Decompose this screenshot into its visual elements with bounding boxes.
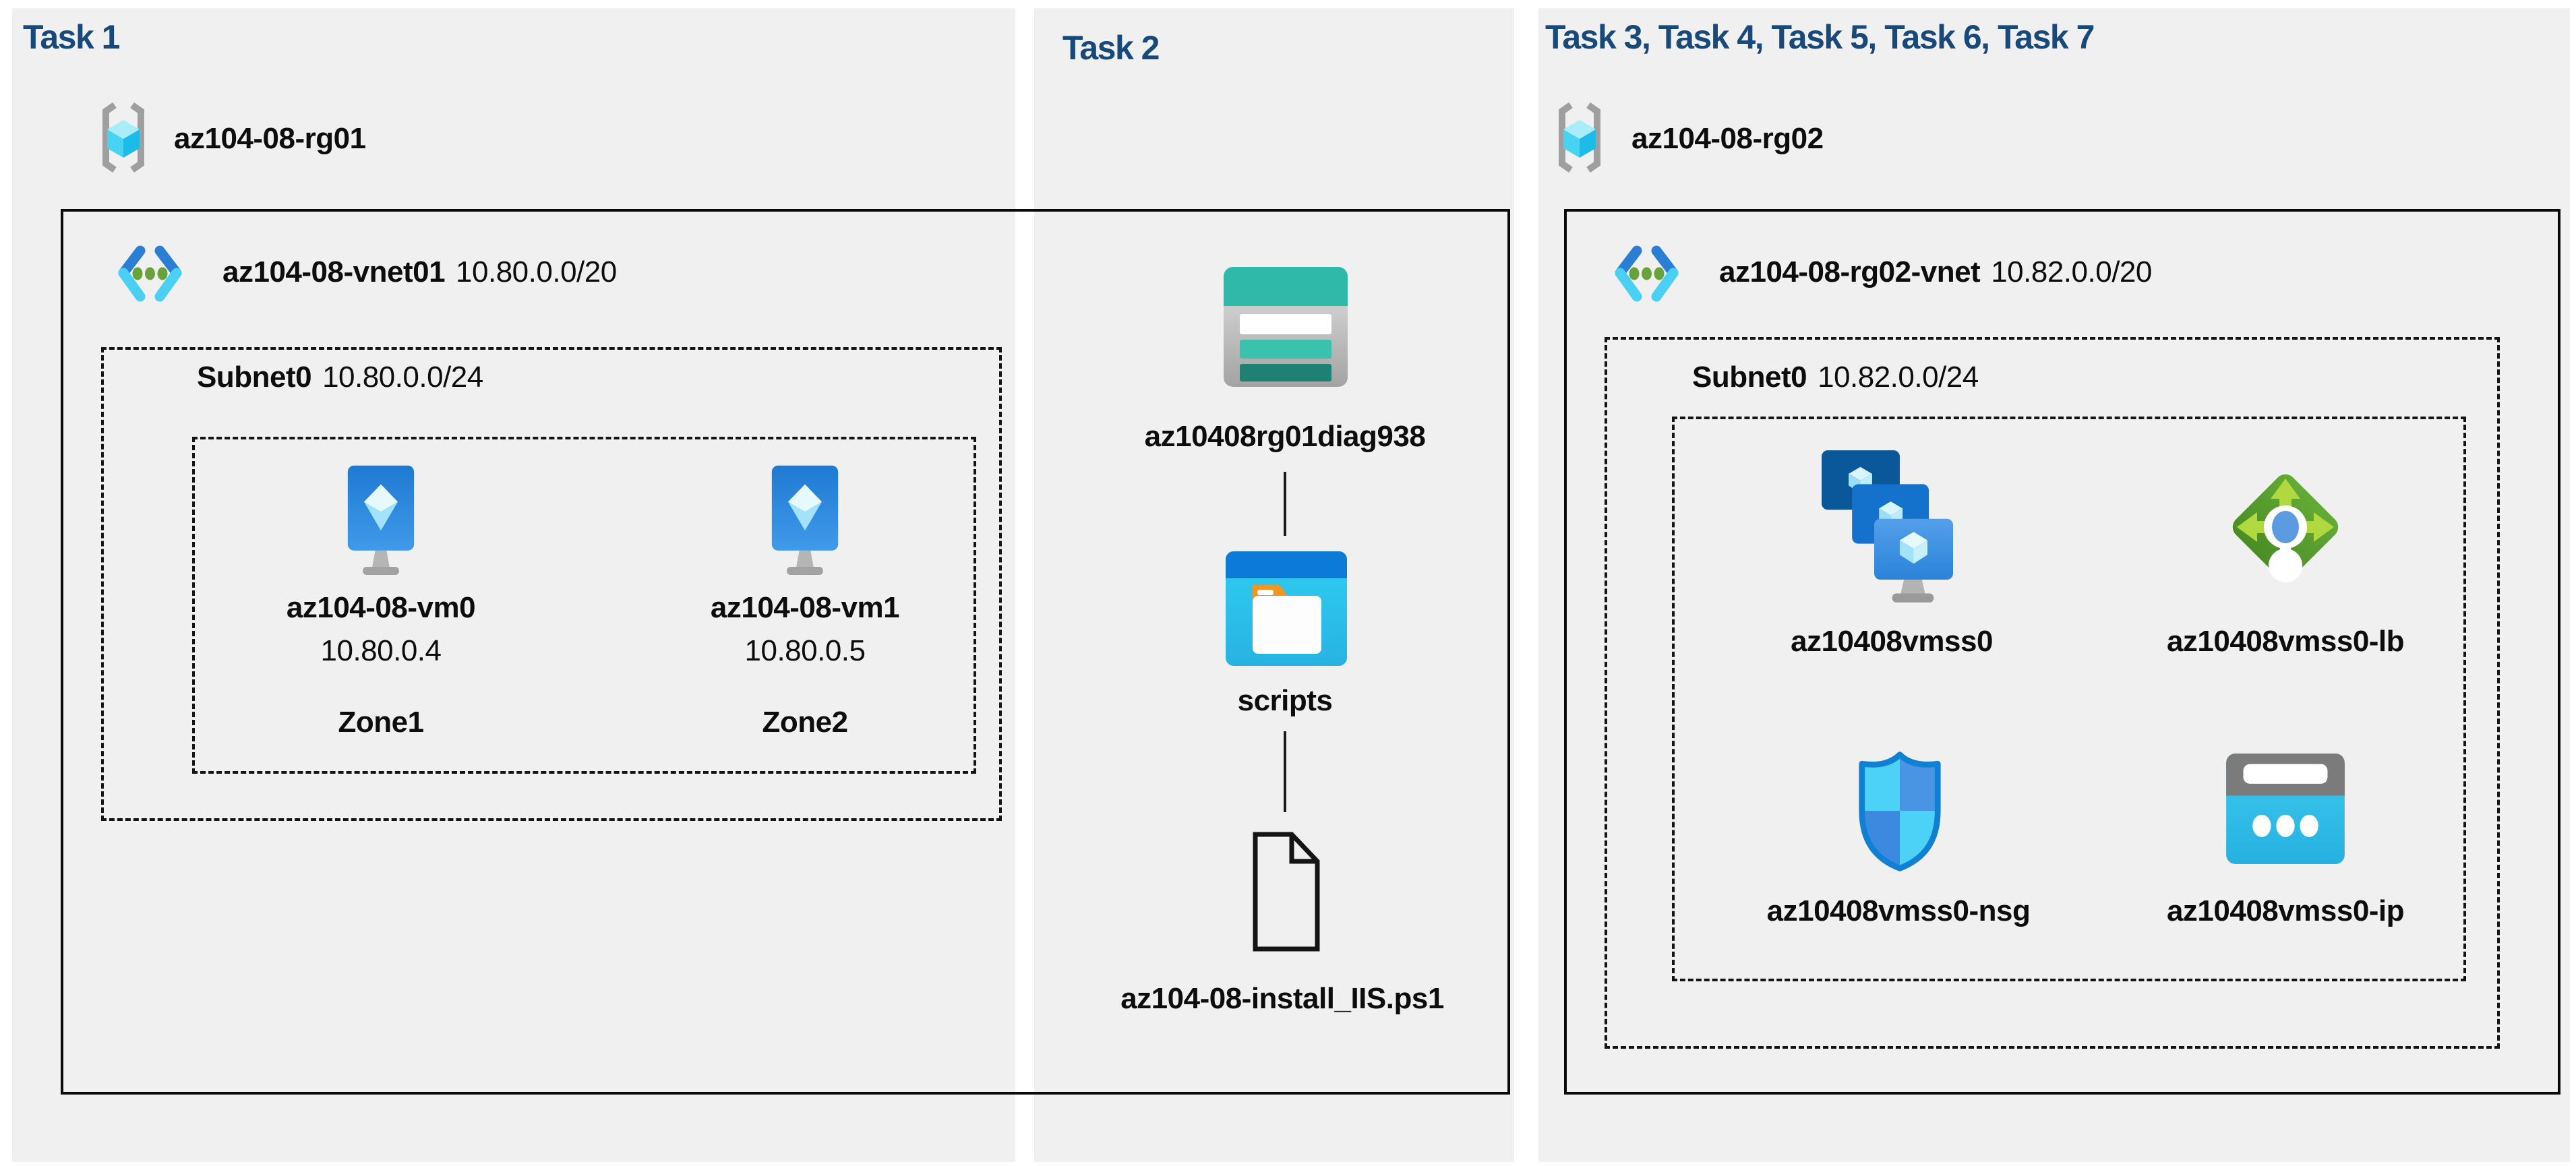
script-file-label: az104-08-install_IIS.ps1 — [1120, 982, 1444, 1015]
rg02-vnet-name: az104-08-rg02-vnet — [1719, 255, 1981, 288]
virtual-network-icon — [115, 237, 185, 310]
connector-storage-scripts — [1284, 472, 1286, 536]
vm-scale-set-icon — [1822, 450, 1953, 603]
virtual-network-icon — [1611, 237, 1682, 310]
rg02-vnet-box — [1564, 209, 2560, 1095]
task1-panel — [12, 8, 1015, 1162]
storage-account-label: az10408rg01diag938 — [1144, 420, 1426, 453]
task2-title: Task 2 — [1062, 29, 1160, 67]
vnet01-name: az104-08-vnet01 — [222, 255, 446, 288]
nsg-label: az10408vmss0-nsg — [1766, 894, 2031, 927]
task3-panel — [1538, 8, 2570, 1162]
connector-scripts-file — [1284, 731, 1286, 812]
subnet0-cidr-task1: 10.80.0.0/24 — [322, 361, 483, 394]
vm0-ip: 10.80.0.4 — [320, 634, 442, 667]
vm0-name: az104-08-vm0 — [286, 591, 476, 624]
storage-account-icon — [1224, 267, 1348, 387]
vnet01-cidr: 10.80.0.0/20 — [456, 255, 617, 288]
vmss-label: az10408vmss0 — [1791, 625, 1993, 658]
subnet0-box-task1 — [101, 347, 1002, 821]
rg02-vnet-cidr: 10.82.0.0/20 — [1991, 255, 2152, 288]
vm1-zone: Zone2 — [762, 706, 848, 739]
vm1-name: az104-08-vm1 — [710, 591, 900, 624]
availability-zones-box — [192, 437, 976, 774]
resource-group-icon — [1551, 100, 1609, 175]
resource-group-icon — [94, 100, 152, 175]
subnet0-name-task1: Subnet0 — [197, 361, 312, 394]
blob-container-icon — [1226, 551, 1347, 666]
virtual-machine-icon — [771, 462, 839, 585]
rg01-label: az104-08-rg01 — [174, 122, 366, 155]
public-ip-icon — [2226, 754, 2345, 864]
subnet0-box-task3 — [1605, 337, 2500, 1049]
public-ip-label: az10408vmss0-ip — [2166, 894, 2405, 927]
container-label: scripts — [1237, 684, 1333, 717]
load-balancer-icon — [2218, 460, 2353, 594]
script-file-icon — [1250, 829, 1323, 954]
task1-title: Task 1 — [23, 18, 120, 56]
load-balancer-label: az10408vmss0-lb — [2166, 625, 2405, 658]
subnet0-cidr-task3: 10.82.0.0/24 — [1818, 361, 1979, 394]
vmss-resources-box — [1672, 417, 2466, 981]
task3-title: Task 3, Task 4, Task 5, Task 6, Task 7 — [1545, 18, 2095, 56]
subnet0-name-task3: Subnet0 — [1692, 361, 1807, 394]
vm1-ip: 10.80.0.5 — [744, 634, 866, 667]
network-security-group-icon — [1857, 747, 1943, 876]
vm0-zone: Zone1 — [338, 706, 424, 739]
rg02-label: az104-08-rg02 — [1631, 122, 1824, 155]
vnet01-box — [61, 209, 1510, 1095]
virtual-machine-icon — [347, 462, 415, 585]
